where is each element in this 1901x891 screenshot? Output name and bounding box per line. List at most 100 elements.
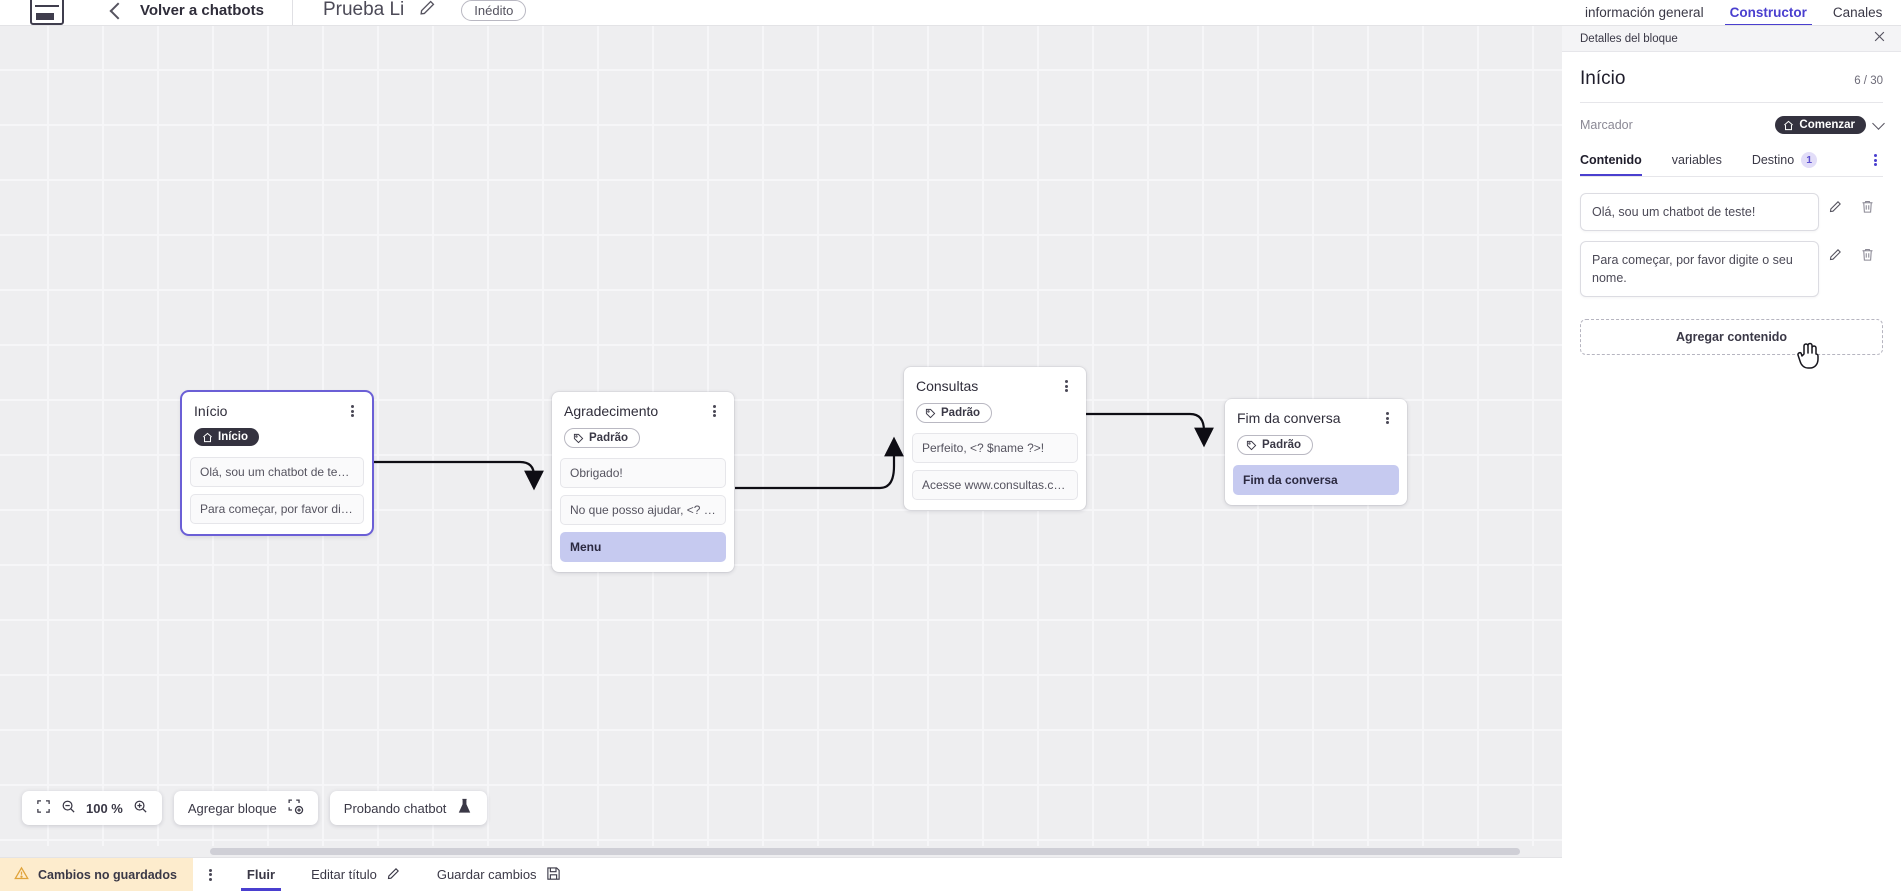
unsaved-changes-indicator: Cambios no guardados bbox=[0, 858, 193, 891]
unsaved-changes-label: Cambios no guardados bbox=[38, 867, 177, 882]
flask-icon bbox=[456, 798, 473, 818]
home-icon bbox=[203, 432, 212, 442]
flow-node-consultas[interactable]: Consultas Padrão Perfeito, <? $name ?>! … bbox=[904, 367, 1086, 510]
add-content-button[interactable]: Agregar contenido bbox=[1580, 319, 1883, 355]
subtab-destino-badge: 1 bbox=[1801, 152, 1818, 168]
node-title: Início bbox=[194, 403, 228, 419]
content-text[interactable]: Olá, sou um chatbot de teste! bbox=[1580, 193, 1819, 231]
subtabs-more-icon[interactable] bbox=[1867, 152, 1883, 176]
status-badge: Inédito bbox=[461, 0, 527, 21]
back-to-chatbots-link[interactable]: Volver a chatbots bbox=[140, 2, 264, 19]
content-list: Olá, sou um chatbot de teste! bbox=[1562, 177, 1901, 297]
content-actions bbox=[1819, 241, 1883, 262]
test-chatbot-label: Probando chatbot bbox=[343, 800, 447, 816]
node-title: Agradecimento bbox=[564, 403, 659, 419]
node-message-highlighted[interactable]: Menu bbox=[560, 531, 726, 562]
save-disk-icon bbox=[546, 866, 561, 884]
node-pill-label: Padrão bbox=[589, 432, 628, 444]
edit-title-button[interactable]: Editar título bbox=[293, 858, 419, 891]
add-block-label: Agregar bloque bbox=[187, 800, 277, 816]
divider bbox=[1580, 102, 1883, 103]
marker-value-badge[interactable]: Comenzar bbox=[1775, 116, 1866, 134]
subtab-contenido[interactable]: Contenido bbox=[1580, 153, 1658, 176]
node-pill-label: Padrão bbox=[941, 407, 980, 419]
delete-content-icon[interactable] bbox=[1851, 247, 1883, 262]
node-menu-icon[interactable] bbox=[344, 403, 360, 419]
marker-label: Marcador bbox=[1580, 118, 1633, 132]
top-divider bbox=[291, 0, 293, 25]
node-message[interactable]: Perfeito, <? $name ?>! bbox=[912, 432, 1078, 463]
node-pill-label: Padrão bbox=[1262, 439, 1301, 451]
status-bar-menu-icon[interactable] bbox=[193, 858, 229, 891]
tab-fluir-label: Fluir bbox=[246, 867, 276, 882]
top-bar: Volver a chatbots Prueba Li Inédito bbox=[0, 0, 1562, 26]
node-message[interactable]: Para começar, por favor digite o ... bbox=[190, 493, 364, 524]
content-item: Para começar, por favor digite o seu nom… bbox=[1580, 241, 1883, 297]
tag-icon bbox=[925, 408, 936, 418]
node-title: Fim da conversa bbox=[1237, 410, 1341, 426]
flow-node-fim-da-conversa[interactable]: Fim da conversa Padrão Fim da conversa bbox=[1225, 399, 1407, 505]
add-block-button[interactable]: Agregar bloque bbox=[173, 791, 318, 825]
test-chatbot-button[interactable]: Probando chatbot bbox=[329, 791, 488, 825]
panel-body: Início 6 / 30 Marcador Comenzar bbox=[1562, 52, 1901, 177]
back-chevron-icon[interactable] bbox=[109, 2, 127, 19]
node-messages: Perfeito, <? $name ?>! Acesse www.consul… bbox=[904, 432, 1086, 510]
node-message[interactable]: No que posso ajudar, <? $name ... bbox=[560, 494, 726, 525]
panel-subtabs: Contenido variables Destino 1 bbox=[1580, 152, 1883, 177]
save-changes-button[interactable]: Guardar cambios bbox=[419, 858, 579, 891]
flow-canvas[interactable]: Início Início Olá, sou um chatbot de tes… bbox=[0, 26, 1562, 857]
node-messages: Obrigado! No que posso ajudar, <? $name … bbox=[552, 457, 734, 572]
node-header: Consultas Padrão bbox=[904, 367, 1086, 433]
zoom-in-icon[interactable] bbox=[133, 799, 148, 817]
mouse-cursor-pointer bbox=[1795, 340, 1821, 370]
edit-content-icon[interactable] bbox=[1819, 247, 1851, 262]
block-title-row: Início 6 / 30 bbox=[1580, 68, 1883, 90]
node-menu-icon[interactable] bbox=[1379, 410, 1395, 426]
edit-title-pencil-icon[interactable] bbox=[418, 0, 437, 22]
flow-node-agradecimento[interactable]: Agradecimento Padrão Obrigado! No que po… bbox=[552, 392, 734, 572]
chevron-down-icon[interactable] bbox=[1872, 116, 1885, 130]
pencil-icon bbox=[386, 866, 401, 884]
node-message[interactable]: Acesse www.consultas.com par... bbox=[912, 469, 1078, 500]
app-logo-icon[interactable] bbox=[30, 0, 64, 25]
block-count: 6 / 30 bbox=[1854, 75, 1883, 87]
node-menu-icon[interactable] bbox=[706, 403, 722, 419]
subtab-destino[interactable]: Destino 1 bbox=[1752, 152, 1833, 176]
canvas-toolbar: 100 % Agregar bloque Probando chatbot bbox=[22, 791, 488, 825]
marker-value-label: Comenzar bbox=[1799, 119, 1855, 131]
tab-fluir[interactable]: Fluir bbox=[229, 858, 293, 891]
block-title: Início bbox=[1580, 68, 1626, 89]
flow-node-inicio[interactable]: Início Início Olá, sou um chatbot de tes… bbox=[182, 392, 372, 534]
tab-informacion-general[interactable]: información general bbox=[1585, 5, 1704, 20]
add-block-icon bbox=[287, 798, 304, 818]
scrollbar-thumb[interactable] bbox=[210, 848, 1520, 855]
tab-canales[interactable]: Canales bbox=[1832, 5, 1883, 20]
status-bar: Cambios no guardados Fluir Editar título… bbox=[0, 857, 1562, 891]
save-changes-label: Guardar cambios bbox=[436, 867, 537, 882]
tab-constructor[interactable]: Constructor bbox=[1717, 5, 1820, 25]
delete-content-icon[interactable] bbox=[1851, 199, 1883, 214]
home-icon bbox=[1784, 120, 1794, 130]
node-header: Início Início bbox=[182, 392, 372, 457]
node-message[interactable]: Obrigado! bbox=[560, 457, 726, 488]
node-messages: Fim da conversa bbox=[1225, 464, 1407, 505]
warning-icon bbox=[14, 866, 29, 884]
edit-content-icon[interactable] bbox=[1819, 199, 1851, 214]
node-message-highlighted[interactable]: Fim da conversa bbox=[1233, 464, 1399, 495]
subtab-variables[interactable]: variables bbox=[1672, 153, 1738, 175]
node-pill-default: Padrão bbox=[916, 403, 992, 423]
node-message[interactable]: Olá, sou um chatbot de teste! bbox=[190, 456, 364, 487]
right-panel: información general Constructor Canales … bbox=[1562, 0, 1901, 891]
fit-screen-icon[interactable] bbox=[36, 799, 51, 817]
zoom-level-value: 100 % bbox=[86, 800, 123, 816]
node-pill-label: Início bbox=[218, 431, 249, 443]
canvas-horizontal-scrollbar[interactable] bbox=[0, 846, 1562, 857]
zoom-out-icon[interactable] bbox=[61, 799, 76, 817]
node-menu-icon[interactable] bbox=[1058, 378, 1074, 394]
content-text[interactable]: Para começar, por favor digite o seu nom… bbox=[1580, 241, 1819, 297]
tag-icon bbox=[573, 433, 584, 443]
subtab-variables-label: variables bbox=[1671, 153, 1722, 167]
right-panel-tabs: información general Constructor Canales bbox=[1562, 0, 1901, 26]
close-icon[interactable] bbox=[1872, 29, 1887, 49]
